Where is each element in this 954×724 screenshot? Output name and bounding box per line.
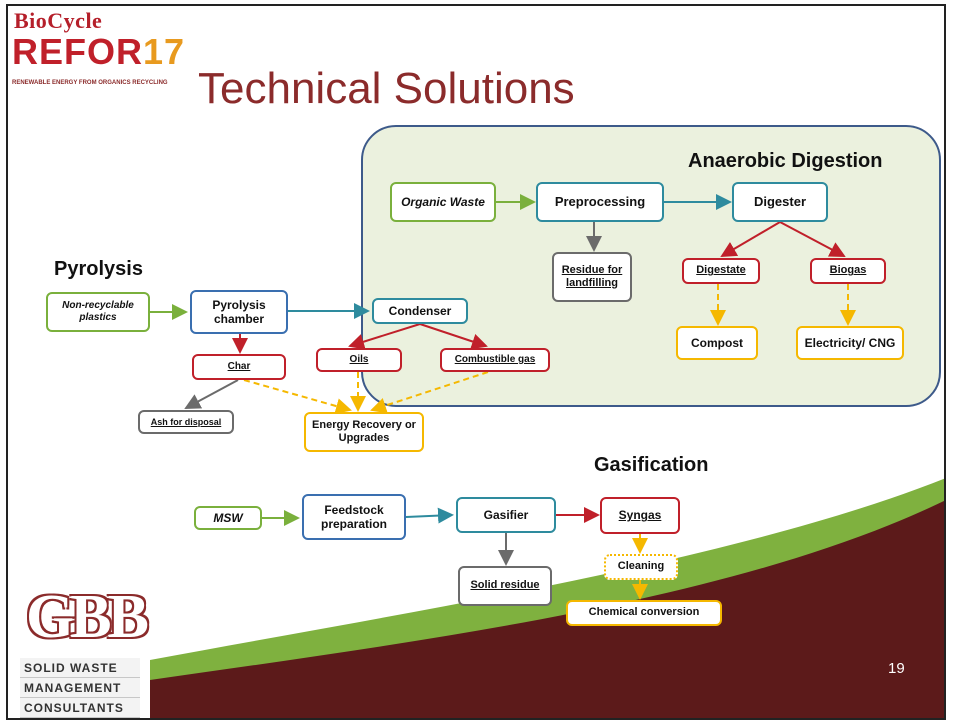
node-syngas: Syngas <box>600 497 680 534</box>
node-residue-landfill: Residue for landfilling <box>552 252 632 302</box>
node-digester: Digester <box>732 182 828 222</box>
node-char: Char <box>192 354 286 380</box>
page-number: 19 <box>888 660 905 677</box>
node-oils: Oils <box>316 348 402 372</box>
arrow-char-to-ash <box>184 379 239 409</box>
refor-logo-subtitle: RENEWABLE ENERGY FROM ORGANICS RECYCLING <box>12 80 168 86</box>
arrow-digester-to-digestate <box>720 221 781 258</box>
arrow-condenser-to-oils <box>348 323 421 350</box>
gbb-logo-line2: MANAGEMENT <box>20 678 140 698</box>
slide-title: Technical Solutions <box>198 64 575 113</box>
arrow-char-to-energy <box>243 379 352 414</box>
node-organic-waste: Organic Waste <box>390 182 496 222</box>
section-title-gasification: Gasification <box>594 454 709 476</box>
node-feedstock-preparation: Feedstock preparation <box>302 494 406 540</box>
node-gasifier: Gasifier <box>456 497 556 533</box>
node-preprocessing: Preprocessing <box>536 182 664 222</box>
node-electricity-cng: Electricity/ CNG <box>796 326 904 360</box>
gbb-logo-line3: CONSULTANTS <box>20 698 140 718</box>
refor-logo: REFOR17 <box>12 32 185 72</box>
node-non-recyclable-plastics: Non-recyclable plastics <box>46 292 150 332</box>
node-compost: Compost <box>676 326 758 360</box>
node-combustible-gas: Combustible gas <box>440 348 550 372</box>
section-title-anaerobic: Anaerobic Digestion <box>688 150 883 172</box>
node-solid-residue: Solid residue <box>458 566 552 606</box>
node-biogas: Biogas <box>810 258 886 284</box>
node-chemical-conversion: Chemical conversion <box>566 600 722 626</box>
refor-logo-main: REFOR <box>12 31 143 72</box>
biocycle-logo-text: BioCycle <box>14 8 103 33</box>
gbb-logo: GBB SOLID WASTE MANAGEMENT CONSULTANTS <box>16 570 166 720</box>
gbb-logo-mark: GBB <box>26 583 149 651</box>
node-energy-recovery: Energy Recovery or Upgrades <box>304 412 424 452</box>
arrow-digester-to-biogas <box>779 221 846 257</box>
arrow-feedstock-to-gasifier <box>405 507 454 524</box>
arrow-gas-to-energy <box>370 371 489 414</box>
refor-logo-year: 17 <box>143 31 186 72</box>
node-ash-disposal: Ash for disposal <box>138 410 234 434</box>
node-pyrolysis-chamber: Pyrolysis chamber <box>190 290 288 334</box>
section-title-pyrolysis: Pyrolysis <box>54 258 143 280</box>
node-msw: MSW <box>194 506 262 530</box>
node-cleaning: Cleaning <box>604 554 678 580</box>
arrow-condenser-to-gas <box>419 323 488 350</box>
node-condenser: Condenser <box>372 298 468 324</box>
slide-frame <box>6 4 946 720</box>
node-digestate: Digestate <box>682 258 760 284</box>
gbb-logo-line1: SOLID WASTE <box>20 658 140 678</box>
